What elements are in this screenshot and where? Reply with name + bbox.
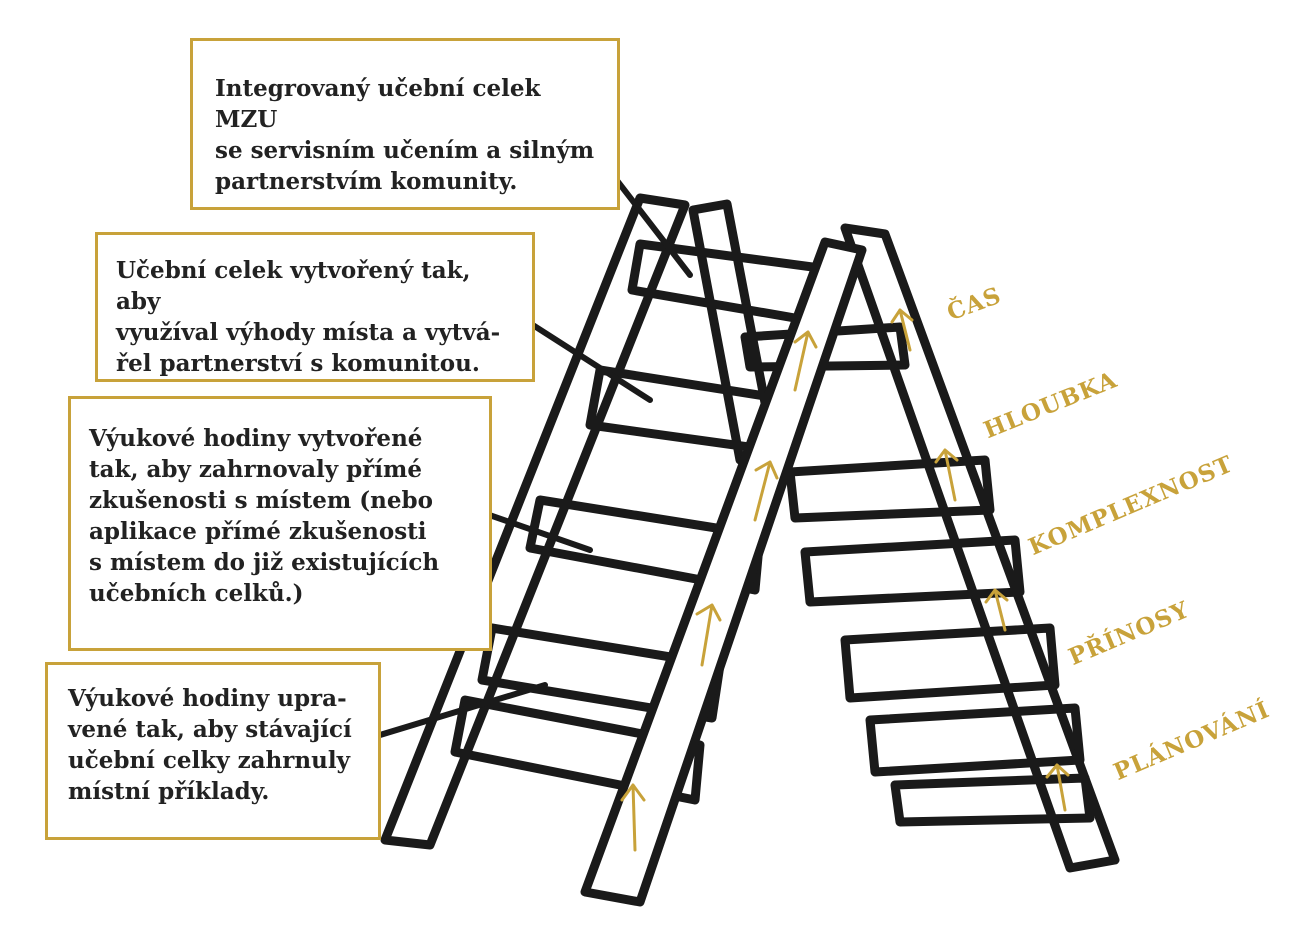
box-3-line-6: učebních celků.) [89, 580, 304, 607]
box-4-line-3: učební celky zahrnuly [68, 747, 350, 774]
box-1-line-1: Integrovaný učební celek MZU [215, 75, 541, 133]
back-ladder-rungs [740, 322, 1095, 827]
box-2-line-3: řel partnerství s komunitou. [116, 350, 480, 377]
callout-box-2: Učební celek vytvořený tak, aby využíval… [95, 232, 535, 382]
box-3-line-1: Výukové hodiny vytvořené [89, 425, 423, 452]
callout-box-4: Výukové hodiny upra- vené tak, aby stáva… [45, 662, 381, 840]
box-4-line-2: vené tak, aby stávající [68, 716, 352, 743]
back-rail-arrows [890, 308, 1070, 812]
back-right-rail [840, 223, 1120, 873]
box-3-line-4: aplikace přímé zkušenosti [89, 518, 427, 545]
callout-box-1: Integrovaný učební celek MZU se servisní… [190, 38, 620, 210]
box-3-line-3: zkušenosti s místem (nebo [89, 487, 433, 514]
front-right-rail [580, 237, 867, 907]
box-4-line-4: místní příklady. [68, 778, 270, 805]
box-3-line-5: s místem do již existujících [89, 549, 440, 576]
box-1-line-3: partnerstvím komunity. [215, 168, 518, 195]
callout-box-3: Výukové hodiny vytvořené tak, aby zahrno… [68, 396, 492, 651]
front-rail-arrows [620, 330, 818, 852]
box-2-line-2: využíval výhody místa a vytvá- [116, 319, 501, 346]
box-1-line-2: se servisním učením a silným [215, 137, 595, 164]
box-4-line-1: Výukové hodiny upra- [68, 685, 347, 712]
box-3-line-2: tak, aby zahrnovaly přímé [89, 456, 422, 483]
box-2-line-1: Učební celek vytvořený tak, aby [116, 257, 471, 315]
